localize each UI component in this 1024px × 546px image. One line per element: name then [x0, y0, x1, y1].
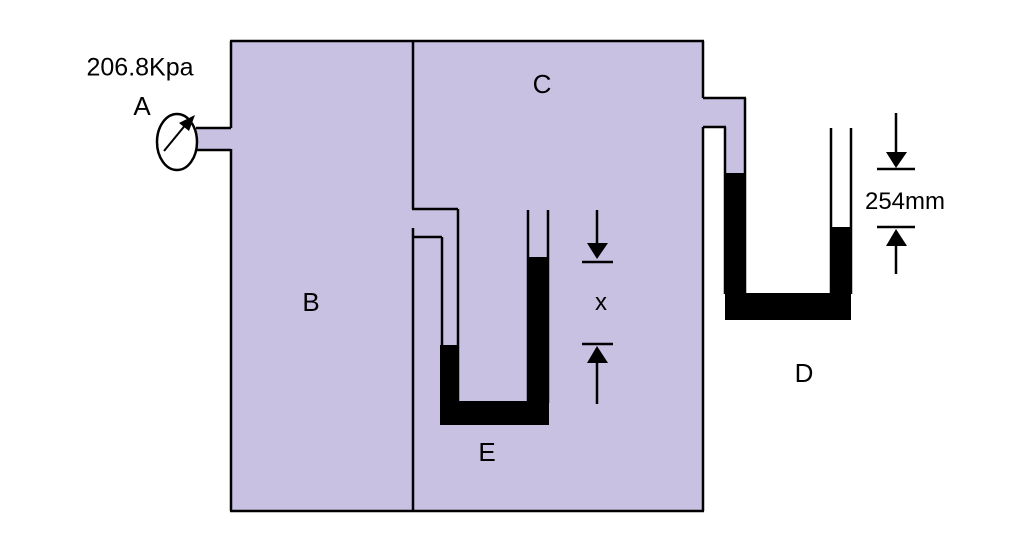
manometer-d-gas-column: [704, 99, 744, 173]
manometer-e-mercury: [440, 257, 549, 425]
chamber-c-label: C: [532, 69, 552, 99]
chamber-b-label: B: [302, 287, 320, 317]
manometer-d-mercury: [725, 173, 851, 320]
tank-body: [230, 40, 704, 512]
manometer-e-label: E: [478, 437, 496, 467]
dimension-x-arrows: [582, 210, 613, 404]
tank-outline: [229, 39, 705, 513]
gauge-needle-arrowhead: [179, 115, 195, 131]
manometer-d-label: D: [794, 358, 814, 388]
dimension-254mm-label: 254mm: [864, 188, 946, 215]
gauge-reading-label: 206.8Kpa: [86, 53, 194, 82]
dimension-254mm-arrows: [877, 113, 915, 274]
gauge-needle: [163, 122, 188, 152]
dimension-x-label: x: [595, 289, 607, 316]
gauge-label: A: [133, 91, 151, 121]
divider-wall: [411, 41, 460, 511]
pressure-gauge-icon: [155, 112, 199, 172]
gauge-pipe: [196, 129, 231, 149]
gauge-pipe-walls: [196, 126, 231, 152]
